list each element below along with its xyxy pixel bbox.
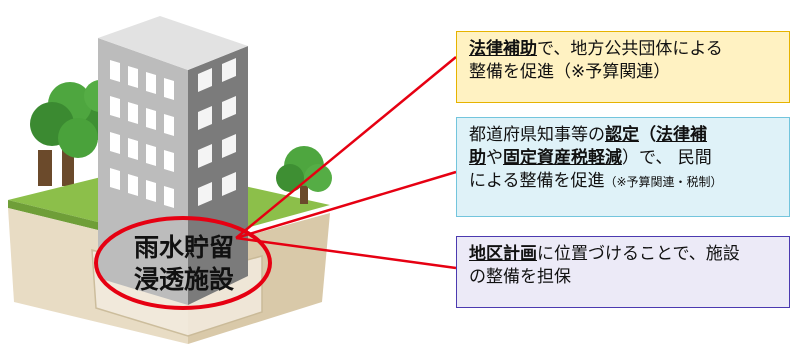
callout-district-plan: 地区計画に位置づけることで、施設 の整備を担保	[456, 236, 790, 308]
emphasis-legal-subsidy-part2: 助	[469, 148, 486, 168]
callout-1-line-2: 整備を促進（※予算関連）	[469, 62, 671, 82]
callout-certification: 都道府県知事等の認定（法律補 助や固定資産税軽減）で、 民間 による整備を促進（…	[456, 117, 790, 217]
callout-2-text-a: 都道府県知事等の	[469, 125, 605, 145]
callout-2-text-e: による整備を促進	[469, 171, 605, 191]
callout-2-line-3: による整備を促進（※予算関連・税制）	[469, 170, 777, 194]
emphasis-tax-reduction: 固定資産税軽減	[503, 148, 622, 168]
callout-3-line-2: の整備を担保	[469, 267, 571, 287]
window-icon	[110, 60, 174, 208]
callout-2-paren-open: （	[639, 125, 656, 145]
callout-legal-subsidy: 法律補助で、地方公共団体による 整備を促進（※予算関連）	[456, 31, 790, 103]
callout-2-text-d: ）で、 民間	[622, 148, 712, 168]
emphasis-district-plan: 地区計画	[469, 244, 537, 264]
callout-3-text: に位置づけることで、施設	[537, 244, 740, 264]
facility-label: 雨水貯留 浸透施設	[100, 232, 268, 296]
emphasis-legal-subsidy: 法律補助	[469, 39, 537, 59]
callout-2-line-1: 都道府県知事等の認定（法律補	[469, 124, 777, 147]
callout-1-text: で、地方公共団体による	[537, 39, 723, 59]
callout-2-text-b: や	[486, 148, 503, 168]
facility-label-line-1: 雨水貯留	[133, 233, 234, 262]
emphasis-certification: 認定	[605, 125, 639, 145]
callout-1-line-1: 法律補助で、地方公共団体による	[469, 38, 777, 61]
callout-2-line-2: 助や固定資産税軽減）で、 民間	[469, 147, 777, 170]
facility-label-line-2: 浸透施設	[133, 265, 234, 294]
callout-3-line-1: 地区計画に位置づけることで、施設	[469, 243, 777, 266]
emphasis-legal-subsidy-part1: 法律補	[656, 125, 707, 145]
callout-2-note: （※予算関連・税制）	[604, 175, 723, 189]
